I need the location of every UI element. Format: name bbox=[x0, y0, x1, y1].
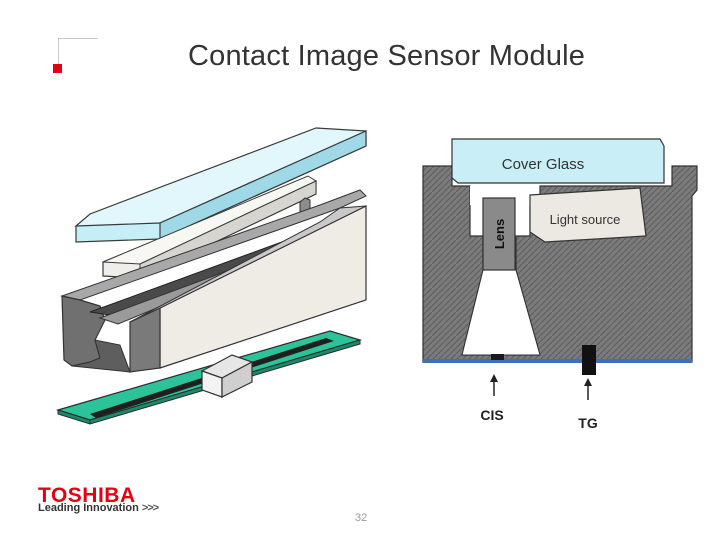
exploded-connector-block bbox=[200, 354, 254, 398]
section-base-plate bbox=[423, 359, 692, 363]
section-tg-block bbox=[582, 345, 596, 375]
cover-glass-label: Cover Glass bbox=[502, 156, 585, 173]
corner-line bbox=[58, 38, 98, 39]
corner-line bbox=[58, 38, 59, 68]
page-number: 32 bbox=[355, 512, 368, 524]
section-lens: Lens bbox=[482, 197, 516, 271]
cis-arrow bbox=[490, 374, 498, 396]
tagline-arrows-icon: >>> bbox=[141, 502, 159, 514]
tg-label: TG bbox=[578, 415, 598, 431]
section-light-source: Light source bbox=[529, 187, 647, 243]
lens-label: Lens bbox=[492, 219, 507, 249]
section-cover-glass: Cover Glass bbox=[451, 138, 665, 184]
light-source-label: Light source bbox=[550, 212, 621, 227]
section-cis-chip bbox=[491, 354, 504, 360]
page-title: Contact Image Sensor Module bbox=[188, 40, 586, 72]
tg-arrow bbox=[584, 378, 592, 400]
tagline-text: Leading Innovation bbox=[38, 502, 139, 514]
red-bullet bbox=[53, 64, 62, 73]
cis-label: CIS bbox=[480, 407, 503, 423]
exploded-cover-glass bbox=[74, 127, 367, 243]
brand-tagline: Leading Innovation >>> bbox=[38, 502, 159, 514]
toshiba-logo: TOSHIBA bbox=[38, 484, 136, 507]
exploded-housing bbox=[60, 189, 367, 373]
